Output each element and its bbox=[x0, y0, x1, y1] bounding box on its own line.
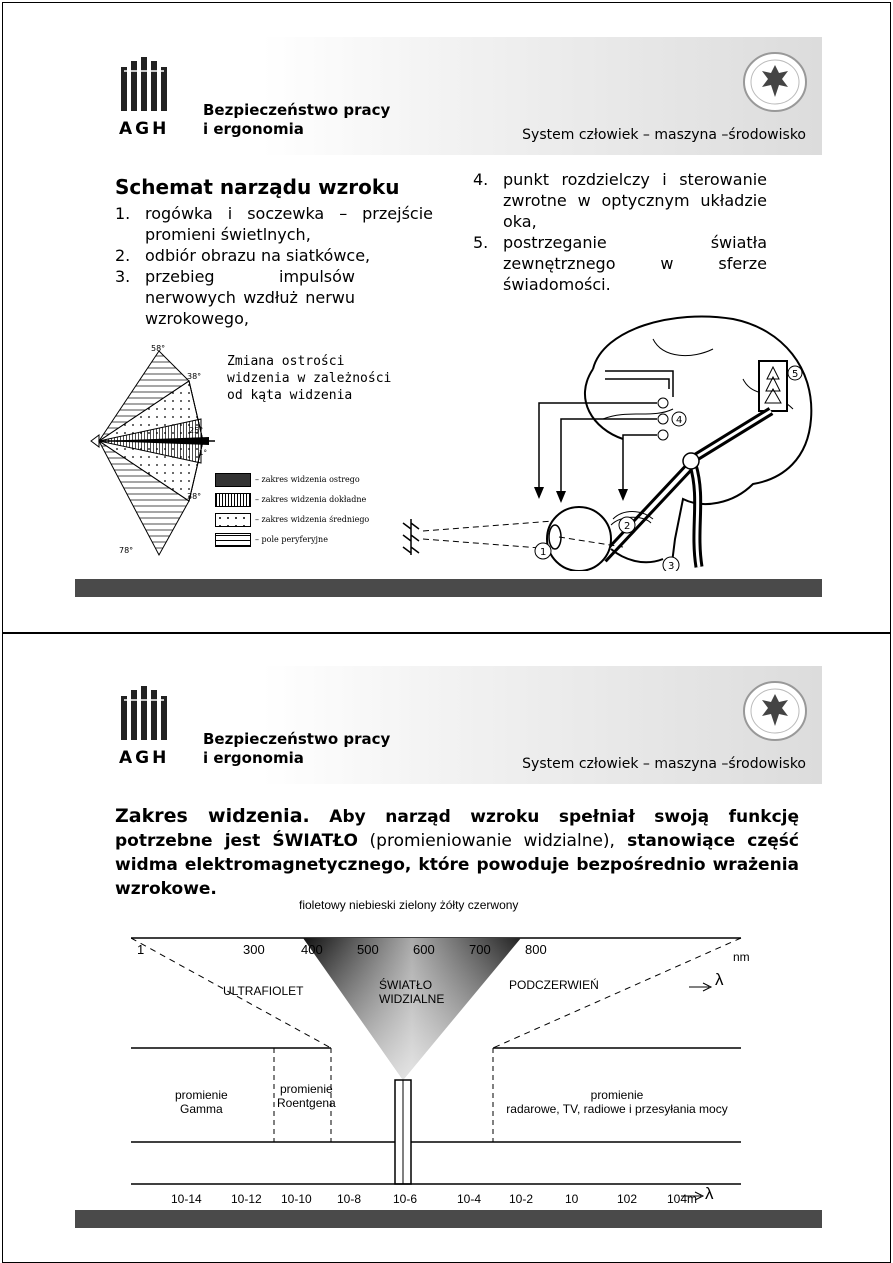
eye-brain-diagram: 5 4 bbox=[402, 315, 813, 571]
m-tick: 10-12 bbox=[231, 1192, 262, 1206]
nm-unit: nm bbox=[733, 950, 750, 964]
agh-logo-icon bbox=[121, 57, 167, 111]
m-tick: 10-8 bbox=[337, 1192, 362, 1206]
angle-label: 25° bbox=[189, 426, 203, 435]
vision-field-diagram: 58° 38° 25° 1° 38° 78° bbox=[90, 344, 215, 557]
slide-eye-scheme: AGH Bezpieczeństwo pracy i ergonomia Sys… bbox=[75, 37, 822, 597]
nm-tick: 500 bbox=[357, 942, 379, 957]
page-2: AGH Bezpieczeństwo pracy i ergonomia Sys… bbox=[2, 633, 891, 1263]
nm-tick: 1 bbox=[137, 942, 145, 957]
eye-list-right: 4.punkt rozdzielczy i sterowanie zwrotne… bbox=[473, 169, 767, 295]
ir-label: PODCZERWIEŃ bbox=[509, 978, 599, 992]
xray-label: promienie Roentgena bbox=[277, 1082, 336, 1110]
slide-header: AGH Bezpieczeństwo pracy i ergonomia Sys… bbox=[75, 37, 822, 155]
slide-footer-bar bbox=[75, 1210, 822, 1228]
nm-tick: 700 bbox=[469, 942, 491, 957]
vision-caption: Zmiana ostrości widzenia w zależności od… bbox=[227, 354, 392, 403]
radio-label: promienie radarowe, TV, radiowe i przesy… bbox=[506, 1088, 728, 1116]
m-tick: 10-10 bbox=[281, 1192, 312, 1206]
angle-label: 58° bbox=[151, 344, 165, 353]
m-tick: 104m bbox=[667, 1192, 698, 1206]
page-1: AGH Bezpieczeństwo pracy i ergonomia Sys… bbox=[2, 2, 891, 633]
list-item: 1.rogówka i soczewka – przejście promien… bbox=[115, 204, 433, 244]
header-subtitle: System człowiek – maszyna –środowisko bbox=[522, 127, 806, 143]
logo-text: AGH bbox=[119, 748, 170, 768]
diagram-number: 4 bbox=[676, 415, 682, 426]
lambda-label: λ bbox=[715, 970, 724, 989]
university-emblem-icon bbox=[743, 681, 807, 741]
visible-label: ŚWIATŁO WIDZIALNE bbox=[379, 978, 445, 1006]
agh-logo: AGH bbox=[119, 686, 170, 768]
gamma-label: promienie Gamma bbox=[175, 1088, 228, 1116]
lead-bold-1: Aby narząd wzroku spełniał swoją funkcję… bbox=[115, 807, 800, 851]
list-item: 5.postrzeganie światła zewnętrznego w sf… bbox=[473, 233, 767, 294]
nm-tick: 400 bbox=[301, 942, 323, 957]
m-tick: 10-4 bbox=[457, 1192, 482, 1206]
slide-header: AGH Bezpieczeństwo pracy i ergonomia Sys… bbox=[75, 666, 822, 784]
header-subtitle: System człowiek – maszyna –środowisko bbox=[522, 756, 806, 772]
nm-tick: 600 bbox=[413, 942, 435, 957]
list-item: 3.przebieg impulsów nerwowych wzdłuż ner… bbox=[115, 267, 355, 328]
angle-label: 78° bbox=[119, 546, 133, 555]
diagram-number: 3 bbox=[668, 561, 674, 571]
diagram-number: 1 bbox=[540, 547, 546, 558]
lambda-label: λ bbox=[705, 1184, 714, 1203]
uv-label: ULTRAFIOLET bbox=[223, 984, 304, 998]
angle-label: 38° bbox=[187, 372, 201, 381]
list-item: 2.odbiór obrazu na siatkówce, bbox=[115, 246, 371, 265]
em-spectrum-graphic bbox=[131, 937, 742, 1201]
nm-tick: 300 bbox=[243, 942, 265, 957]
list-item: 4.punkt rozdzielczy i sterowanie zwrotne… bbox=[473, 170, 767, 231]
m-tick: 10-2 bbox=[509, 1192, 534, 1206]
nm-tick: 800 bbox=[525, 942, 547, 957]
lead-bold-2: stanowiące część widma elektromagnetyczn… bbox=[115, 831, 799, 899]
course-line-2: i ergonomia bbox=[203, 120, 304, 138]
agh-logo-icon bbox=[121, 686, 167, 740]
lead-title: Zakres widzenia. bbox=[115, 805, 310, 827]
course-title: Bezpieczeństwo pracy i ergonomia bbox=[203, 101, 390, 139]
slide-vision-range: AGH Bezpieczeństwo pracy i ergonomia Sys… bbox=[75, 666, 822, 1228]
course-line-1: Bezpieczeństwo pracy bbox=[203, 730, 391, 748]
m-tick: 102 bbox=[617, 1192, 638, 1206]
diagram-number: 5 bbox=[792, 369, 798, 380]
em-spectrum-diagram: fioletowy niebieski zielony żółty czerwo… bbox=[131, 898, 771, 1206]
vision-range-paragraph: Zakres widzenia. Aby narząd wzroku spełn… bbox=[115, 804, 799, 901]
university-emblem-icon bbox=[743, 52, 807, 112]
angle-label: 1° bbox=[199, 449, 207, 457]
lead-normal: (promieniowanie widzialne), bbox=[357, 831, 615, 851]
course-line-2: i ergonomia bbox=[203, 749, 304, 767]
m-tick: 10-14 bbox=[171, 1192, 202, 1206]
visible-colors-label: fioletowy niebieski zielony żółty czerwo… bbox=[299, 898, 519, 912]
diagram-number: 2 bbox=[624, 521, 630, 532]
agh-logo: AGH bbox=[119, 57, 170, 139]
eye-list-left: 1.rogówka i soczewka – przejście promien… bbox=[115, 203, 433, 329]
course-line-1: Bezpieczeństwo pracy bbox=[203, 101, 391, 119]
slide-footer-bar bbox=[75, 579, 822, 597]
angle-label: 38° bbox=[187, 492, 201, 501]
slide-title: Schemat narządu wzroku bbox=[115, 175, 400, 199]
course-title: Bezpieczeństwo pracy i ergonomia bbox=[203, 730, 390, 768]
m-tick: 10 bbox=[565, 1192, 579, 1206]
logo-text: AGH bbox=[119, 119, 170, 139]
m-tick: 10-6 bbox=[393, 1192, 418, 1206]
